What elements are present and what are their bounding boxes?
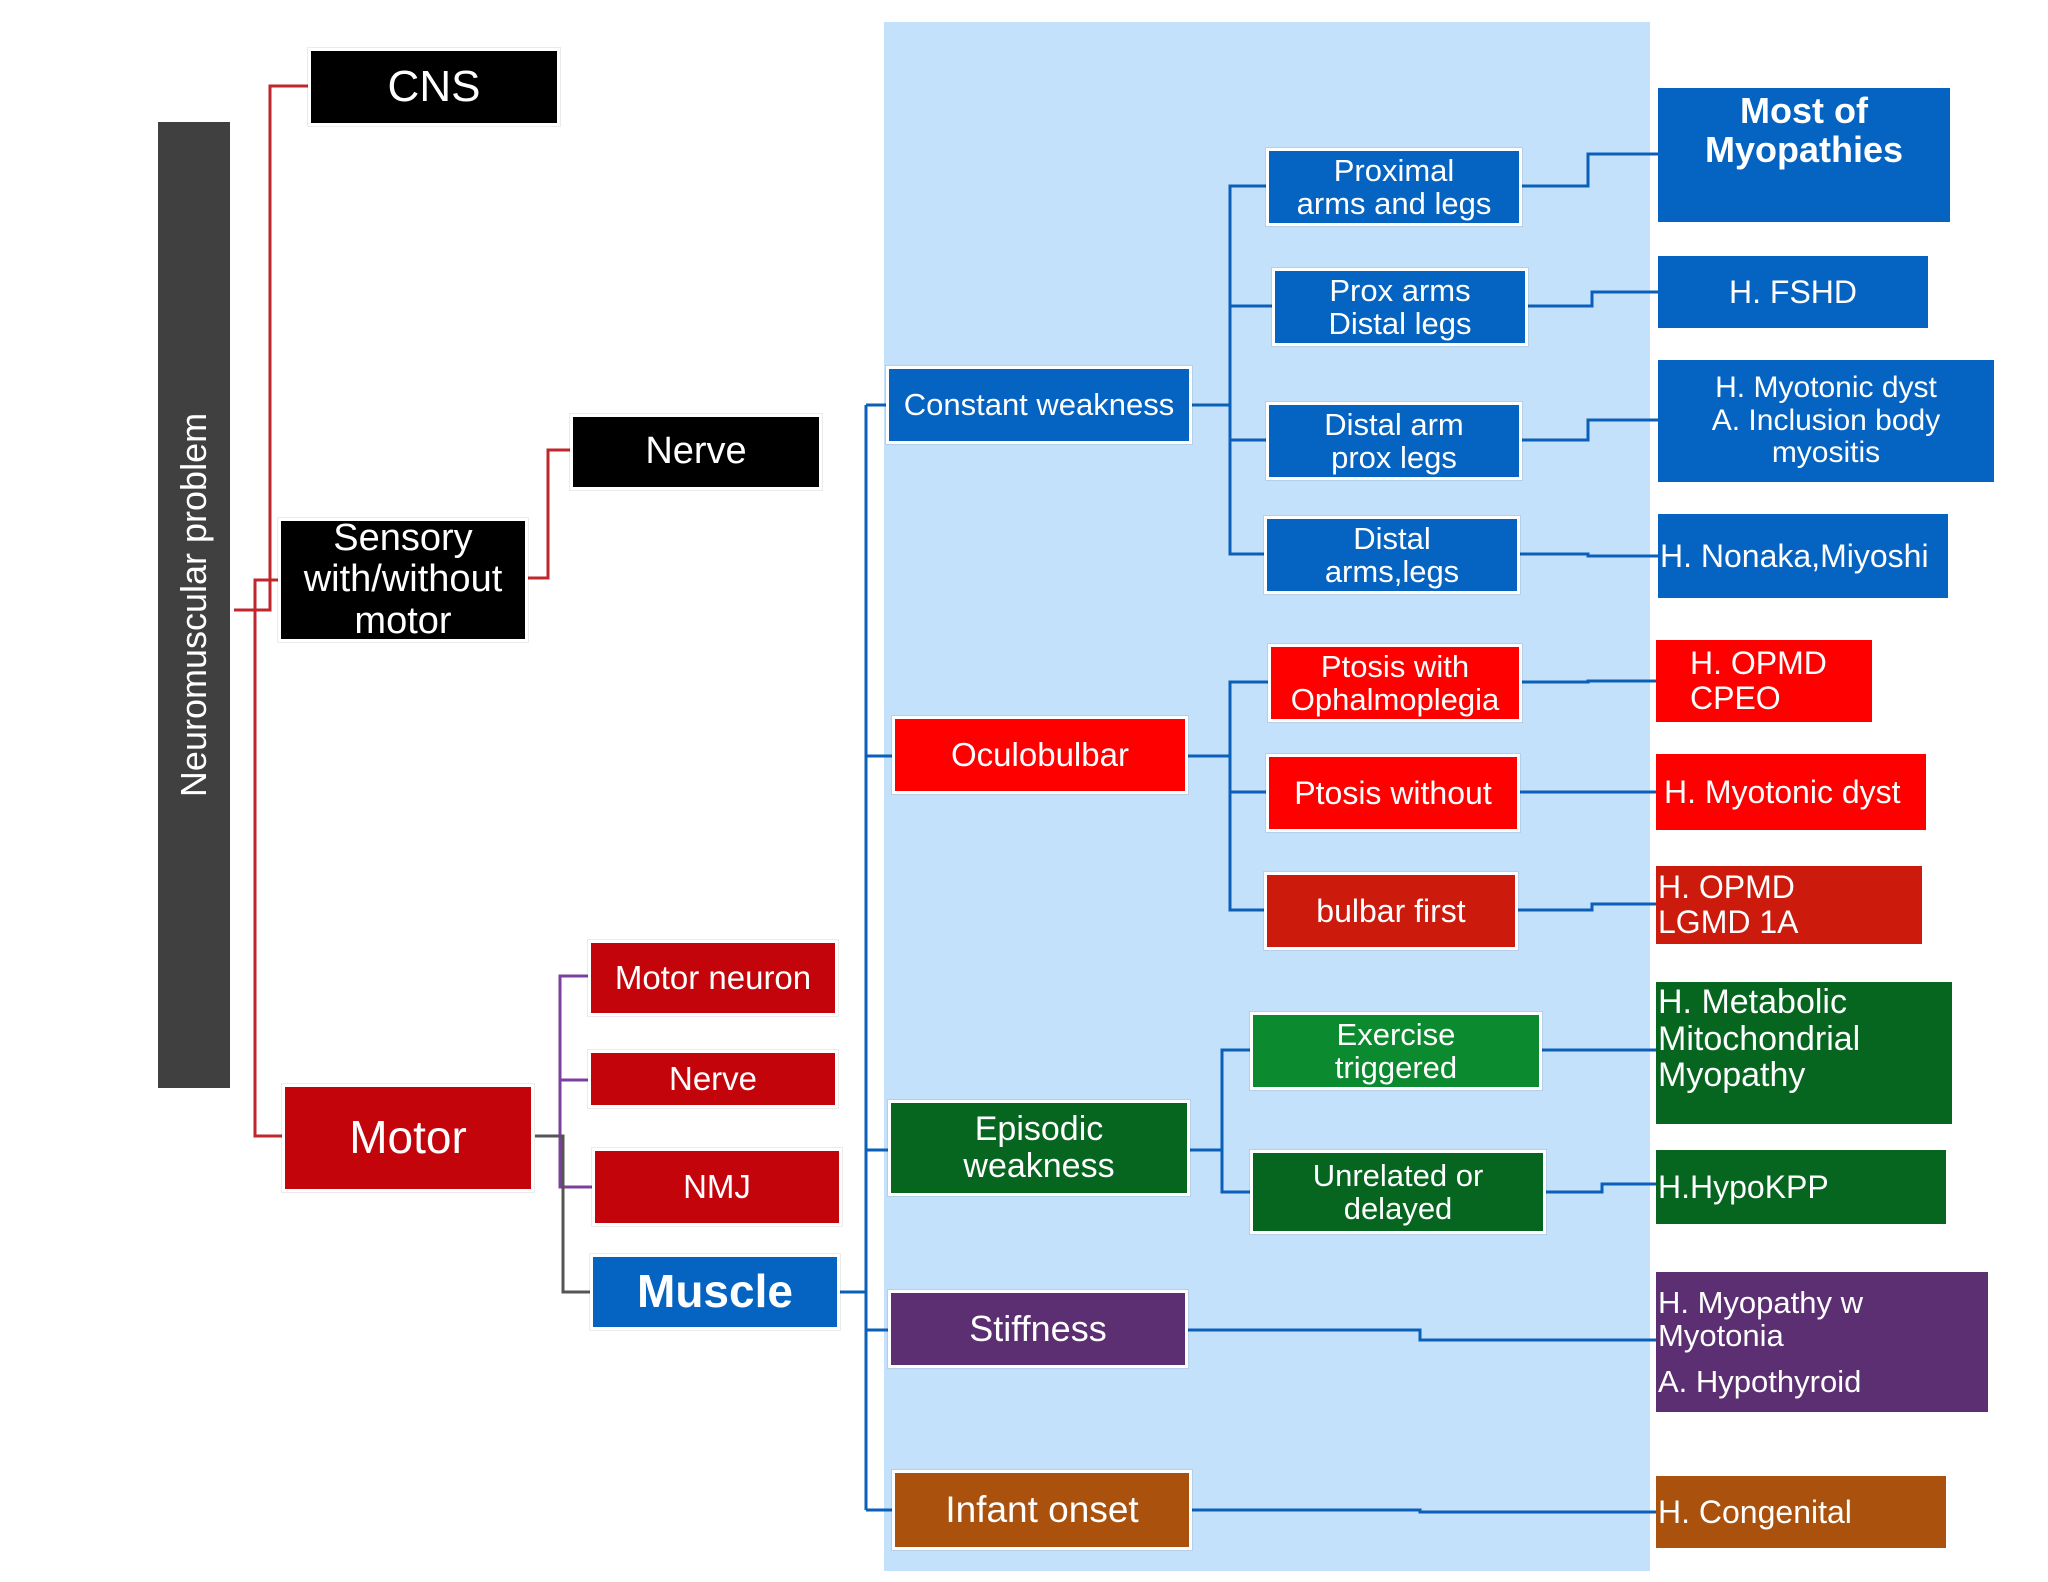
node-distal-arms-legs: Distal arms,legs [1264,516,1520,594]
outcome-myopathy-myotonia: H. Myopathy w Myotonia A. Hypothyroid [1656,1272,1988,1412]
link-out-opmd-lgmd [1518,902,1656,912]
outcome-myopathy-label: H. Myopathy w Myotonia [1658,1284,1864,1354]
root-label: Neuromuscular problem [173,412,214,798]
node-oculobulbar: Oculobulbar [892,716,1188,794]
link-epi-unrelated [1220,1150,1250,1194]
node-exercise-triggered: Exercise triggered [1250,1012,1542,1090]
link-sensory-nerve [527,448,570,580]
link-root-motor [234,608,282,1138]
node-infant-onset: Infant onset [892,1470,1192,1550]
node-motor: Motor [282,1084,534,1192]
node-unrelated-delayed: Unrelated or delayed [1250,1150,1546,1234]
outcome-fshd: H. FSHD [1658,256,1928,328]
outcome-metabolic: H. Metabolic Mitochondrial Myopathy [1656,982,1952,1124]
link-constant-distal [1228,405,1266,556]
link-out-nonaka [1518,552,1658,558]
node-distal-arm-prox-legs: Distal arm prox legs [1266,402,1522,480]
node-nmj: NMJ [592,1148,842,1226]
node-episodic-weakness: Episodic weakness [888,1100,1190,1196]
outcome-congenital: H. Congenital [1656,1476,1946,1548]
node-stiffness: Stiffness [888,1290,1188,1368]
link-ocu-spine [1188,680,1270,758]
node-ptosis-with: Ptosis with Ophalmoplegia [1268,644,1522,722]
node-motor-neuron: Motor neuron [588,940,838,1016]
link-motor-motorneuron [535,974,589,1138]
outcome-hypokpp: H.HypoKPP [1656,1150,1946,1224]
link-out-congenital [1192,1508,1656,1514]
node-constant-weakness: Constant weakness [886,366,1192,444]
link-motor-muscle [535,1134,591,1294]
link-ocu-bulbar [1228,756,1266,912]
outcome-opmd-lgmd: H. OPMD LGMD 1A [1656,866,1922,944]
link-out-myotonia [1188,1328,1656,1342]
link-root-sensory [234,578,280,612]
root-node: Neuromuscular problem [158,122,230,1088]
outcome-opmd-cpeo: H. OPMD CPEO [1656,640,1872,722]
node-ptosis-without: Ptosis without [1266,754,1520,832]
outcome-most-myopathies: Most of Myopathies [1658,88,1950,222]
node-muscle: Muscle [590,1254,840,1330]
link-out-myotonic-inclusion [1522,418,1658,442]
node-proximal: Proximal arms and legs [1266,148,1522,226]
link-epi-spine [1190,1048,1250,1152]
node-motor-nerve: Nerve [588,1050,838,1108]
node-bulbar-first: bulbar first [1264,872,1518,950]
outcome-myotonic-dyst: H. Myotonic dyst [1656,754,1926,830]
node-sensory-nerve: Nerve [570,414,822,490]
link-constant-spine [1192,184,1268,407]
link-out-hypokpp [1546,1182,1656,1194]
link-out-opmd-cpeo [1522,679,1656,684]
link-out-most [1522,152,1658,188]
link-out-fshd [1528,290,1658,308]
link-motor-nmj [558,1136,593,1189]
outcome-nonaka-miyoshi: H. Nonaka,Miyoshi [1658,514,1948,598]
node-cns: CNS [308,48,560,126]
node-sensory: Sensory with/without motor [278,518,528,642]
node-prox-arms-distal-legs: Prox arms Distal legs [1272,268,1528,346]
outcome-myotonic-inclusion: H. Myotonic dyst A. Inclusion body myosi… [1658,360,1994,482]
outcome-hypothyroid-label: A. Hypothyroid [1658,1363,1862,1399]
